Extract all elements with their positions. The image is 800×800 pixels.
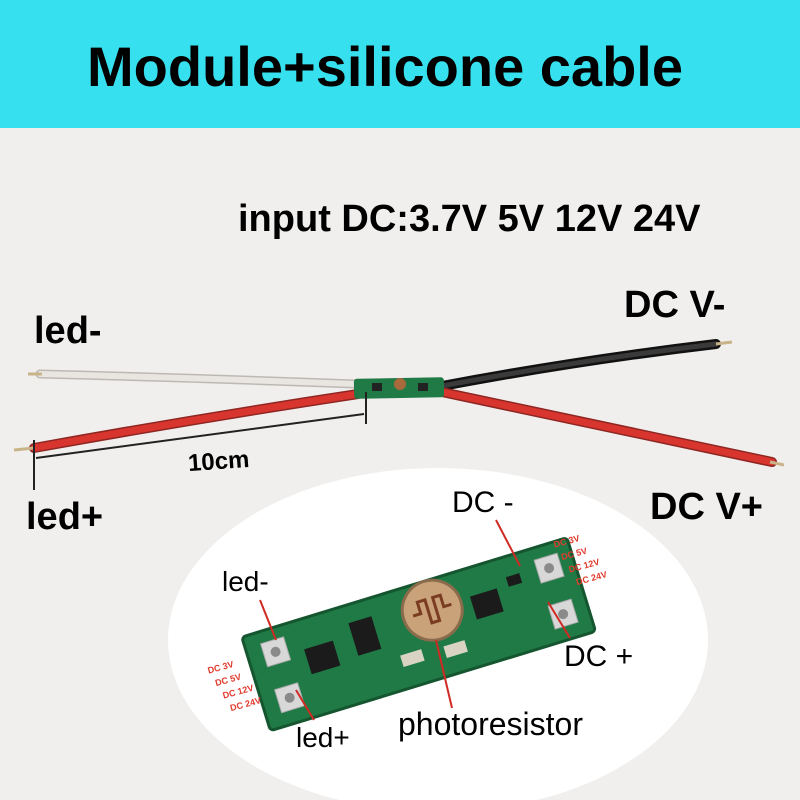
photoresistor-label: photoresistor (398, 706, 583, 742)
zoom-dc-plus-label: DC + (564, 640, 634, 673)
cable-length-label: 10cm (187, 445, 251, 478)
pointer-lines (259, 519, 571, 721)
red-wire-dc-plus (437, 387, 777, 467)
zoom-led-plus-label: led+ (296, 722, 350, 753)
dc-v-plus-label: DC V+ (650, 486, 763, 528)
small-module (353, 377, 445, 399)
led-minus-label: led- (34, 310, 102, 352)
zoom-led-minus-label: led- (222, 566, 269, 597)
zoomed-pcb (241, 537, 597, 732)
white-wire (35, 369, 360, 389)
length-marker (33, 392, 367, 490)
product-photo (13, 339, 785, 800)
red-wire-led-plus (29, 389, 363, 453)
black-wire (437, 339, 721, 391)
input-voltage-label: input DC:3.7V 5V 12V 24V (238, 198, 701, 240)
banner-title: Module+silicone cable (87, 35, 683, 98)
title-banner: Module+silicone cable (0, 0, 800, 128)
dc-v-minus-label: DC V- (624, 284, 726, 326)
zoom-dc-minus-label: DC - (452, 486, 514, 519)
led-plus-label: led+ (26, 496, 104, 538)
